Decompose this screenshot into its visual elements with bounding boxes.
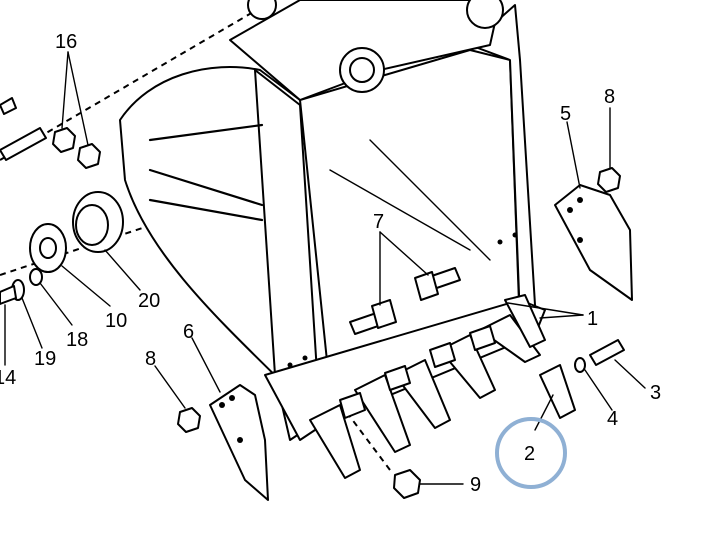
callout-3: 3 [650, 382, 661, 404]
side-cutter-right [554, 184, 633, 301]
nut-8-right [597, 167, 621, 193]
tooth [479, 314, 541, 363]
callout-4: 4 [607, 408, 618, 430]
adapter [429, 342, 456, 368]
left-hardware [0, 97, 124, 305]
nut-16b [77, 143, 101, 169]
side-cutter-left [209, 384, 269, 501]
tooth-part-2 [539, 364, 576, 419]
nut-16a [52, 127, 76, 153]
bucket-teeth [309, 294, 546, 479]
callout-9: 9 [470, 474, 481, 496]
tooth [504, 294, 546, 348]
callout-1: 1 [587, 308, 598, 330]
tooth [309, 404, 361, 479]
callout-10: 10 [105, 310, 127, 332]
callout-labels: 16 8 5 7 20 1 10 6 18 8 19 14 3 4 2 9 [0, 31, 661, 496]
bolt-7 [349, 267, 461, 335]
washer-18 [29, 268, 43, 286]
callout-16: 16 [55, 31, 77, 53]
callout-18: 18 [66, 329, 88, 351]
callout-8-right: 8 [604, 86, 615, 108]
leader-lines [4, 51, 646, 485]
callout-19: 19 [34, 348, 56, 370]
callout-6: 6 [183, 321, 194, 343]
adapter [339, 392, 366, 419]
callout-2: 2 [524, 443, 535, 465]
callout-5: 5 [560, 103, 571, 125]
highlight-circle [495, 417, 567, 489]
callout-8-left: 8 [145, 348, 156, 370]
tooth [439, 334, 496, 399]
callout-7: 7 [373, 211, 384, 233]
callout-20: 20 [138, 290, 160, 312]
adapter [469, 325, 496, 351]
tooth [354, 374, 411, 453]
callout-14: 14 [0, 367, 16, 389]
nut-9 [393, 469, 421, 499]
adapter [384, 365, 411, 391]
nut-8-left [177, 407, 201, 433]
pin-16 [0, 127, 47, 161]
pin-part-3 [574, 339, 625, 373]
